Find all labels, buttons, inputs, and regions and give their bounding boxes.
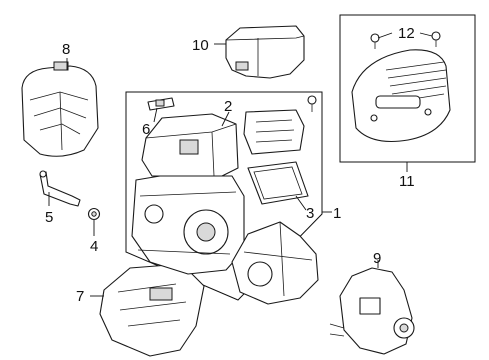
callout-6: 6: [142, 121, 150, 138]
part-3-gasket: [247, 161, 309, 205]
part-9-mount: [329, 267, 415, 355]
callout-4: 4: [90, 238, 98, 255]
part-8-shield: [21, 61, 99, 157]
callout-3: 3: [306, 205, 314, 222]
part-11-engine-cover: [351, 49, 451, 143]
part-2-inverter: [141, 113, 239, 177]
part-1-transaxle: [131, 175, 245, 275]
cover-group-box: [339, 14, 476, 163]
part-4-nut: [87, 207, 101, 221]
part-6-bracket: [147, 97, 175, 111]
leader-lines: [48, 32, 433, 297]
callout-2: 2: [224, 98, 232, 115]
callout-7: 7: [76, 288, 84, 305]
callout-10: 10: [192, 37, 209, 54]
callout-1: 1: [333, 205, 341, 222]
part-10-junction-box: [225, 25, 305, 79]
part-7-lower-shield: [99, 263, 205, 357]
callout-8: 8: [62, 41, 70, 58]
callout-5: 5: [45, 209, 53, 226]
case-half: [231, 221, 319, 305]
part-5-hose: [39, 170, 81, 207]
cover-plate: [243, 95, 317, 155]
callout-11: 11: [399, 173, 415, 190]
callout-9: 9: [373, 250, 381, 267]
callout-12: 12: [398, 25, 415, 42]
